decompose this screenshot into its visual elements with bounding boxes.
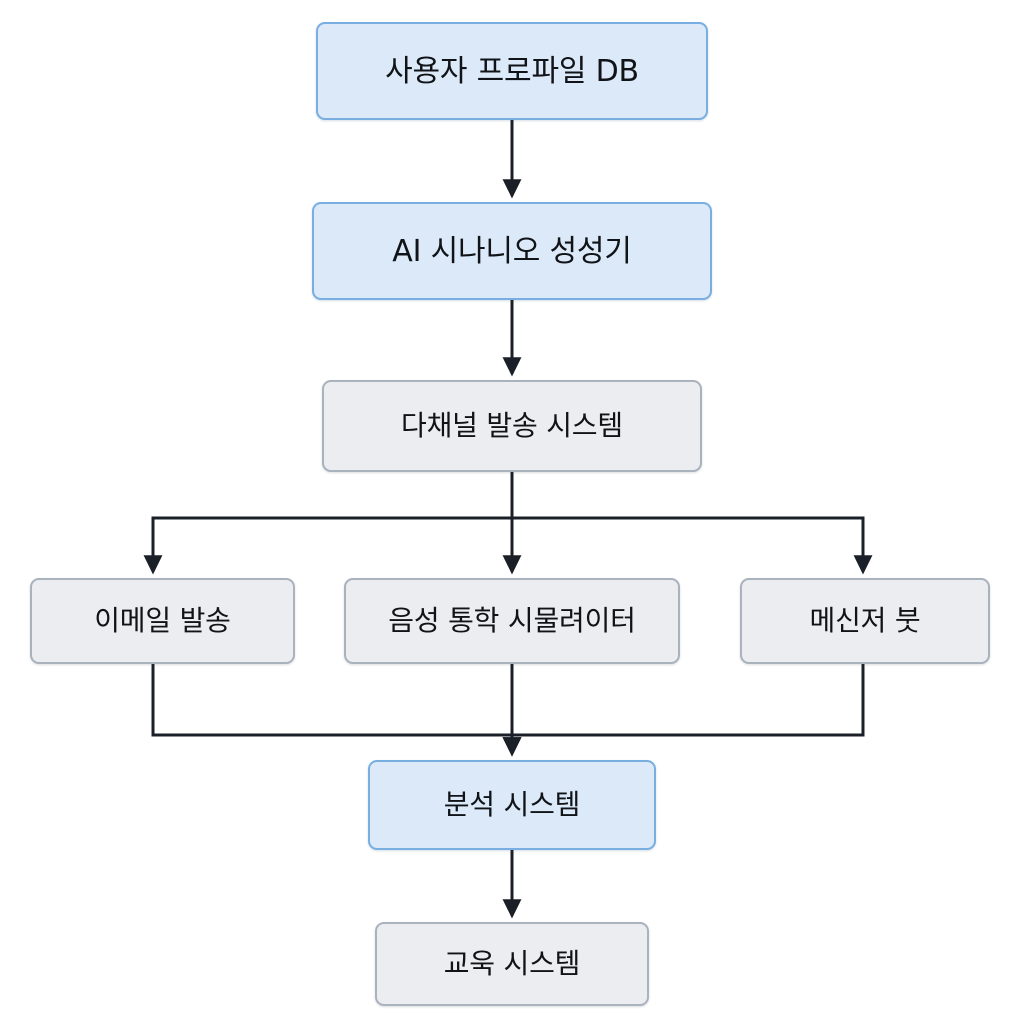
node-email-dispatch[interactable]: 이메일 발송: [30, 578, 295, 664]
node-label: 음성 통학 시물려이터: [388, 603, 636, 637]
edge-dispatch-to-messenger: [510, 472, 873, 575]
node-user-profile-db[interactable]: 사용자 프로파일 DB: [316, 22, 708, 120]
node-ai-scenario-generator[interactable]: AI 시나니오 성성기: [312, 202, 712, 300]
edge-messenger-to-analytics: [502, 664, 865, 757]
node-label: 사용자 프로파일 DB: [385, 53, 639, 89]
node-voice-call-simulator[interactable]: 음성 통학 시물려이터: [344, 578, 680, 664]
node-label: 이메일 발송: [94, 603, 231, 637]
node-multichannel-dispatch-system[interactable]: 다채널 발송 시스템: [322, 380, 702, 472]
node-label: 교욱 시스템: [443, 946, 581, 980]
node-messenger-bot[interactable]: 메신저 붓: [740, 578, 990, 664]
node-training-system[interactable]: 교욱 시스템: [375, 922, 649, 1006]
node-label: 분석 시스템: [443, 787, 581, 821]
node-label: AI 시나니오 성성기: [392, 233, 632, 269]
node-label: 메신저 붓: [809, 603, 921, 637]
edge-email-to-analytics: [151, 664, 522, 757]
edge-dispatch-to-email: [143, 472, 514, 575]
node-label: 다채널 발송 시스템: [401, 408, 623, 442]
node-analytics-system[interactable]: 분석 시스템: [368, 760, 656, 850]
